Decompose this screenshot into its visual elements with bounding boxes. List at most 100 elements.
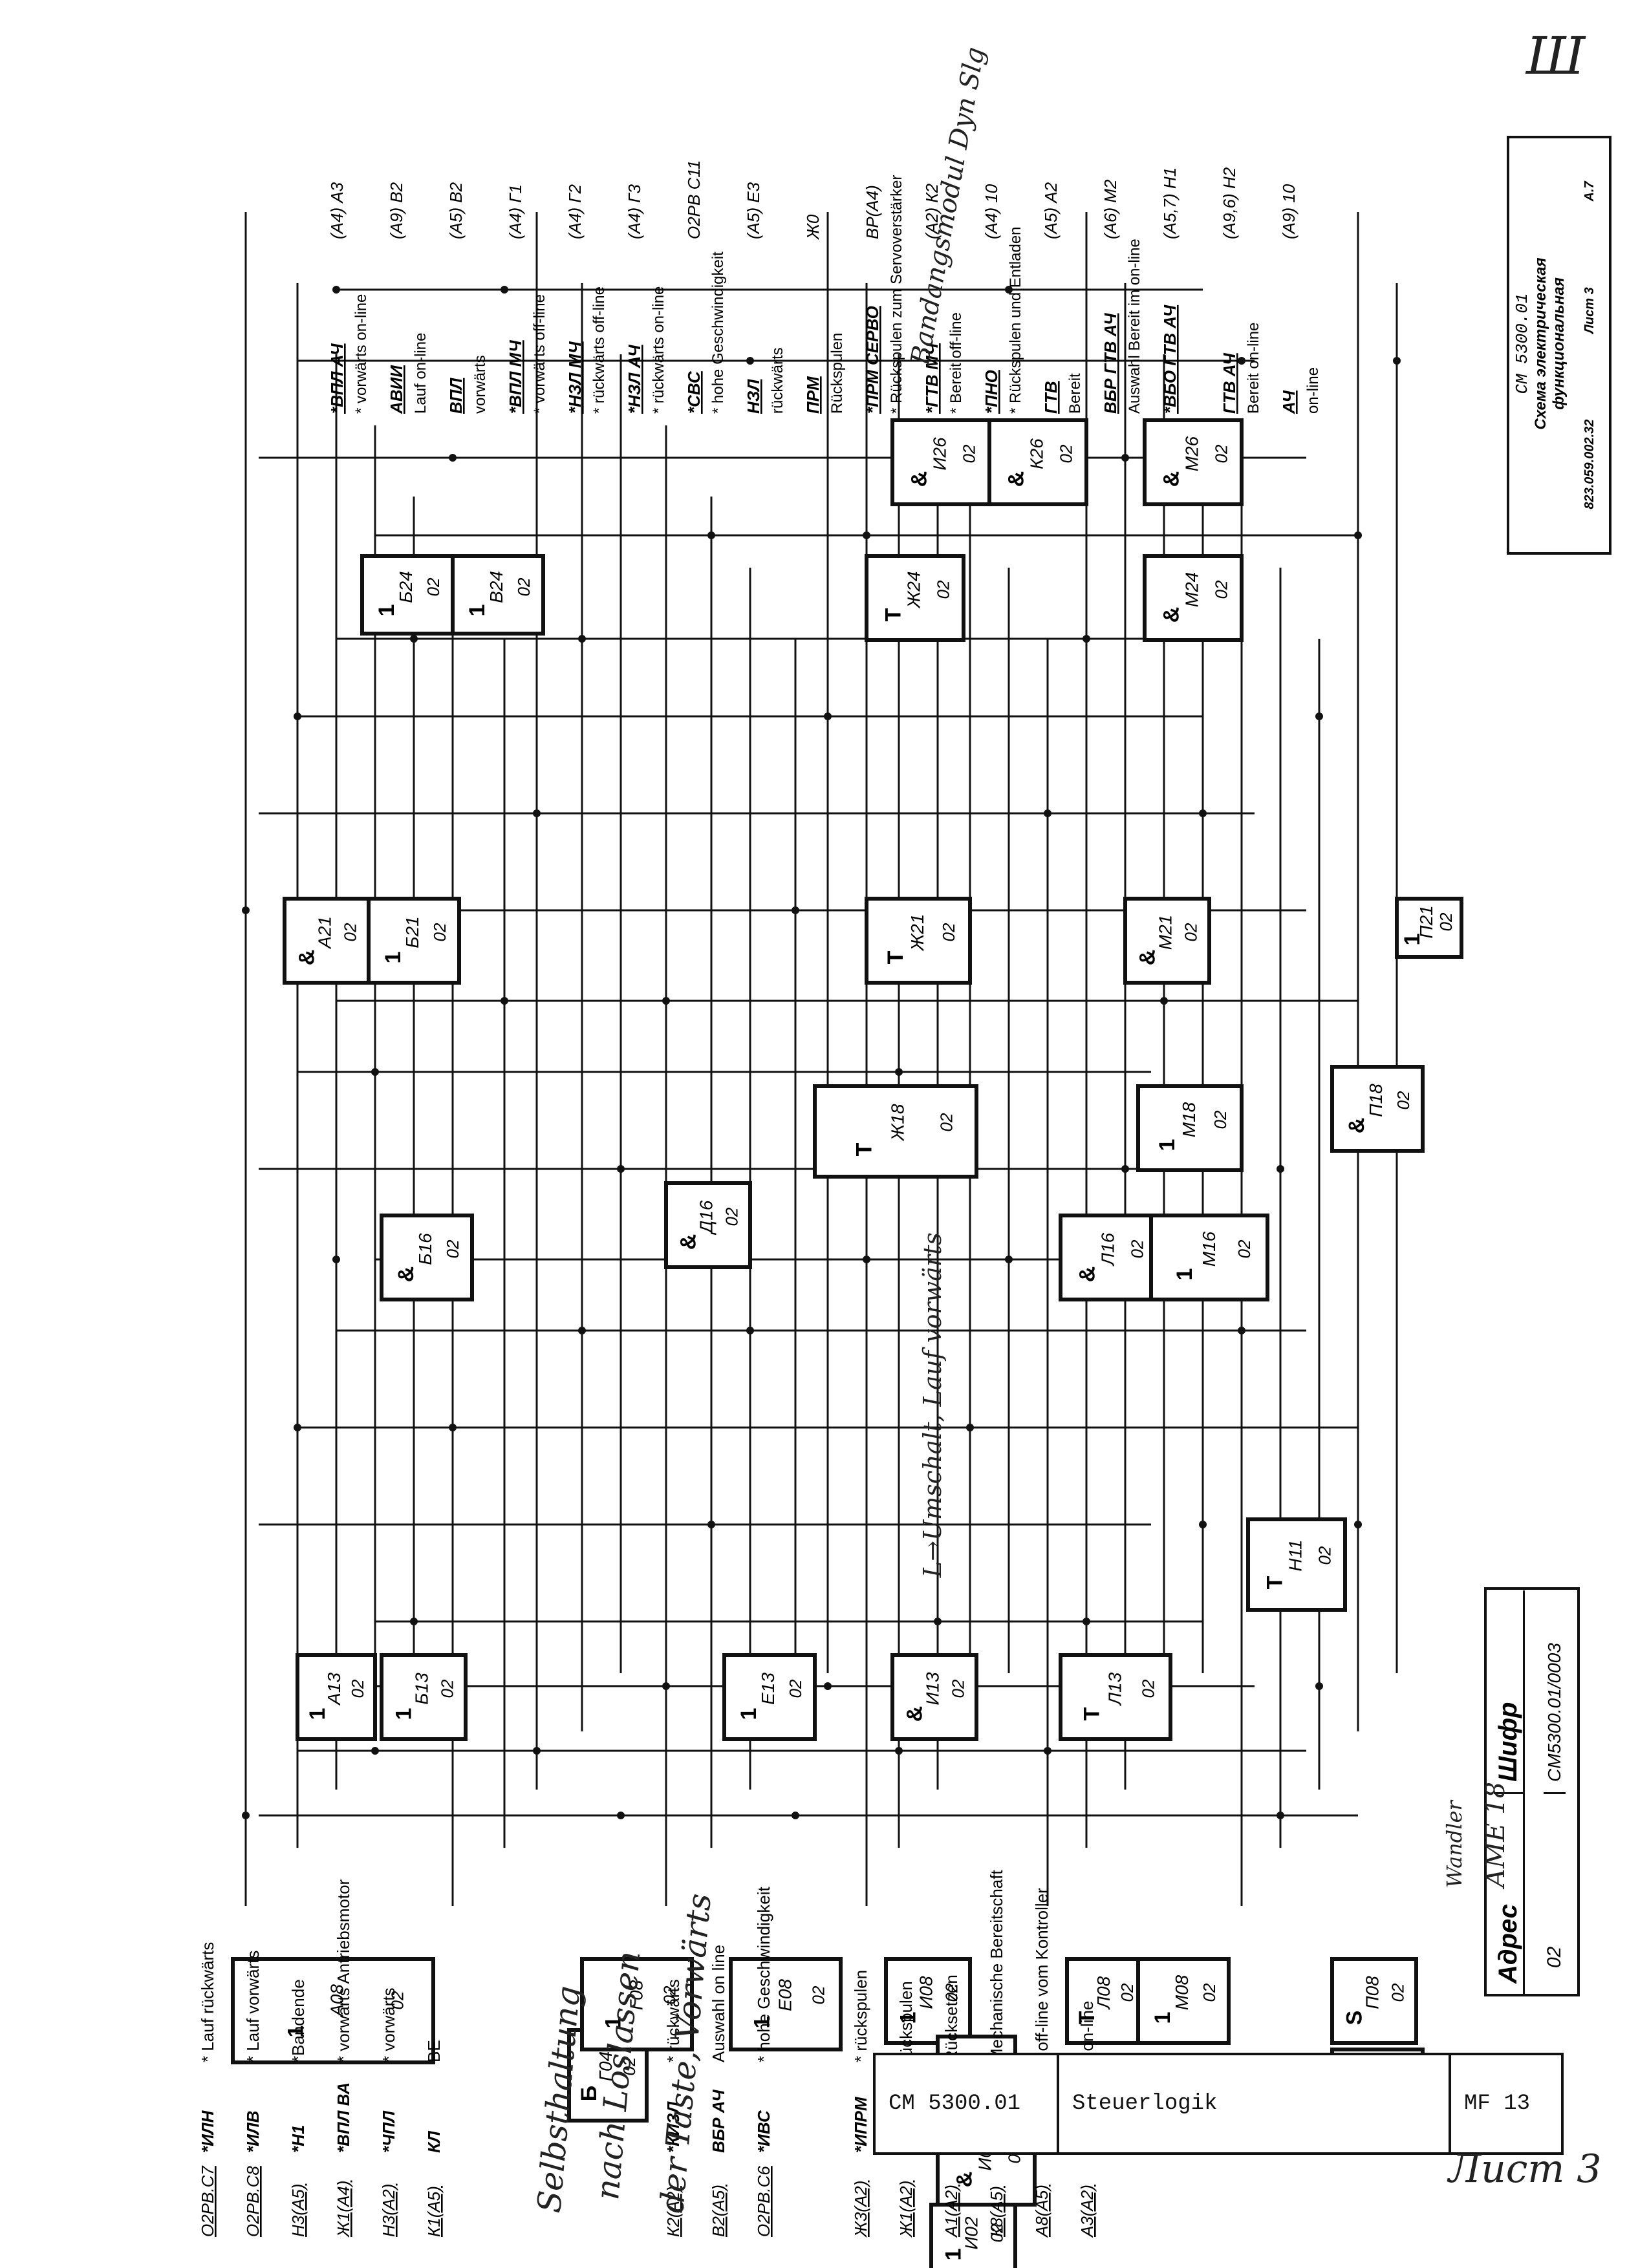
block-outline <box>890 1653 978 1741</box>
junction-dot <box>863 531 870 539</box>
block-outline <box>451 554 545 636</box>
block-unit: 02 <box>960 444 979 463</box>
junction-dot <box>410 635 418 643</box>
junction-dot <box>501 997 508 1005</box>
block-outline <box>1136 1084 1244 1172</box>
signal-ref: (А9,6) Н2 <box>1220 167 1239 239</box>
block-symbol: & <box>1159 607 1184 623</box>
stamp-line3: функциональная <box>1549 277 1568 410</box>
signal-source: Ж1(А4) <box>334 2181 353 2238</box>
block-outline <box>1059 1653 1172 1741</box>
block-id: Ж18 <box>888 1104 908 1142</box>
signal-name: ВБР ГТВ АЧ <box>1101 313 1120 414</box>
junction-dot <box>578 635 586 643</box>
title-block: CM 5300.01 Steuerlogik MF 13 <box>873 2053 1564 2155</box>
block-symbol: 1 <box>601 2017 626 2029</box>
junction-dot <box>1393 357 1401 365</box>
block-id: Н11 <box>1286 1539 1306 1571</box>
signal-name: *НЗЛ АЧ <box>625 345 644 414</box>
signal-description: *Bandende <box>288 1979 308 2062</box>
block-id: Б16 <box>415 1233 435 1265</box>
stamp-ref: 823.059.002.32 <box>1582 419 1597 509</box>
signal-ref: (А4) Г2 <box>565 184 585 239</box>
signal-description: * Lauf vorwärts <box>243 1951 263 2062</box>
block-id: М18 <box>1179 1102 1199 1137</box>
junction-dot <box>332 1256 340 1263</box>
block-outline <box>865 554 965 642</box>
signal-description: Rücksetzen <box>942 1974 961 2062</box>
block-outline <box>231 1957 435 2064</box>
block-symbol: & <box>1159 471 1184 487</box>
junction-dot <box>1083 1618 1090 1625</box>
block-outline <box>1395 897 1463 959</box>
block-unit: 02 <box>949 1679 968 1698</box>
block-outline <box>865 897 972 985</box>
block-unit: 02 <box>809 1985 828 2004</box>
signal-name: *ИПРМ <box>851 2096 870 2153</box>
junction-dot <box>242 1812 250 1819</box>
junction-dot <box>746 357 754 365</box>
block-symbol: & <box>295 950 319 966</box>
junction-dot <box>966 1424 974 1431</box>
signal-ref: Ж0 <box>803 214 823 241</box>
block-outline <box>296 1653 377 1741</box>
block-unit: 02 <box>430 923 449 941</box>
signal-description: * Rückspulen zum Servoverstärker <box>888 175 905 414</box>
block-id: К26 <box>1027 438 1047 469</box>
signal-description: * hohe Geschwindigkeit <box>709 251 727 414</box>
input-signal: О2РВ.С7*ИЛН* Lauf rückwärts <box>198 1942 217 2237</box>
signal-ref: (А6) М2 <box>1101 179 1120 239</box>
signal-name: *ВПЛ МЧ <box>506 340 525 414</box>
stamp-line1: CM 5300.01 <box>1512 293 1532 394</box>
block-id: Л08 <box>1094 1976 1114 2010</box>
junction-dot <box>1315 712 1323 720</box>
block-id: М21 <box>1156 915 1176 950</box>
block-id: Б13 <box>412 1673 432 1705</box>
handwritten-sheet-note: Лист 3 <box>1449 2146 1602 2192</box>
block-unit: 02 <box>1200 1983 1219 2002</box>
signal-ref: (А4) 10 <box>982 184 1001 239</box>
block-id: П21 <box>1416 905 1436 938</box>
stamp-note: АМЕ 18 <box>1481 1781 1511 1888</box>
signal-name: АЧ <box>1279 390 1299 414</box>
signal-ref: (А4) Г3 <box>625 184 644 239</box>
block-outline <box>380 1214 474 1301</box>
block-id: Г04 <box>596 2051 616 2081</box>
output-signal: *ВПЛ АЧ(А4) А3* vorwärts on-line <box>327 182 370 414</box>
block-outline <box>1143 554 1244 642</box>
signal-name: *ВПЛ АЧ <box>327 343 347 414</box>
block-symbol: & <box>394 1267 418 1283</box>
signal-description: Bereit on-line <box>1245 323 1262 414</box>
junction-dot <box>1199 1521 1207 1528</box>
junction-dot <box>1354 1521 1362 1528</box>
drawing-stamp: CM 5300.01 Схема электрическая функциона… <box>1507 136 1573 555</box>
block-unit: 02 <box>1128 1239 1147 1258</box>
code-label: Шифр <box>1494 1590 1525 1792</box>
block-symbol: 1 <box>1155 1139 1180 1151</box>
junction-dot <box>1277 1165 1284 1173</box>
block-outline <box>664 1181 752 1269</box>
block-unit: 02 <box>341 923 360 941</box>
input-signal: Ж1(А4)*ВПЛ ВА* vorwärts Antriebsmotor <box>334 1879 353 2238</box>
block-outline <box>380 1653 468 1741</box>
block-symbol: 1 <box>896 2012 921 2024</box>
handwritten-top-right: Ш <box>1526 26 1586 86</box>
block-id: Е13 <box>758 1673 778 1705</box>
block-symbol: 1 <box>1400 934 1425 946</box>
junction-dot <box>371 1747 379 1755</box>
